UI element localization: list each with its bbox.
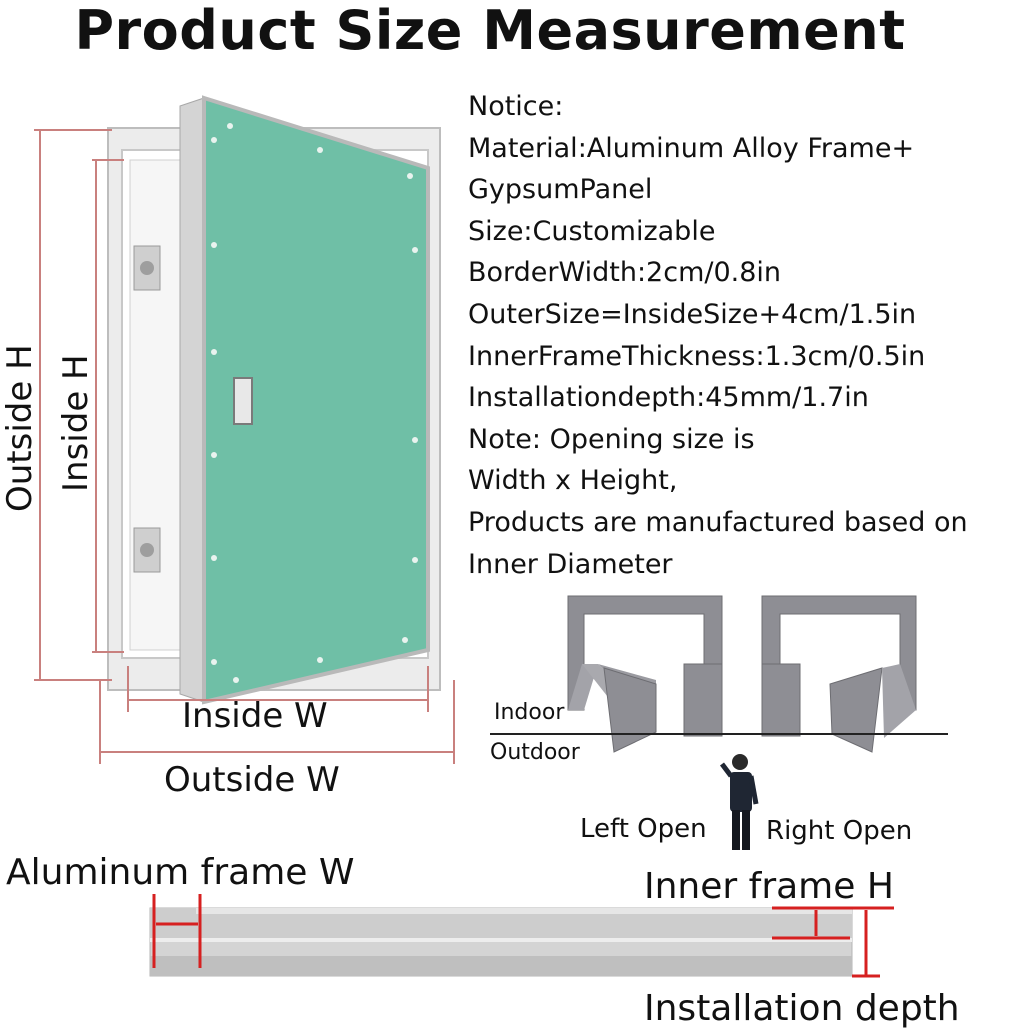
left-open-label: Left Open <box>580 814 707 844</box>
profile-dimensions <box>152 894 894 978</box>
outside-w-label: Outside W <box>164 760 340 800</box>
notice-line: Material:Aluminum Alloy Frame+ <box>468 132 915 164</box>
notice-line: Notice: <box>468 91 564 122</box>
notice-line: Note: Opening size is <box>468 423 755 455</box>
left-open-diagram <box>567 595 723 753</box>
notice-line: GypsumPanel <box>468 174 653 206</box>
screw-dots <box>211 123 418 683</box>
aluminum-profile <box>149 907 853 977</box>
hinge-icon <box>133 527 161 573</box>
indoor-label: Indoor <box>494 700 565 725</box>
inner-frame-h-label: Inner frame H <box>644 866 894 907</box>
right-open-label: Right Open <box>766 816 913 846</box>
notice-text: Notice: Material:Aluminum Alloy Frame+ G… <box>468 86 1024 585</box>
notice-line: Size:Customizable <box>468 215 716 247</box>
notice-line: Inner Diameter <box>468 548 673 580</box>
door-panel <box>202 95 430 705</box>
aluminum-frame-w-label: Aluminum frame W <box>6 852 355 893</box>
notice-line: InnerFrameThickness:1.3cm/0.5in <box>468 340 926 372</box>
right-open-diagram <box>761 595 917 753</box>
notice-line: Width x Height, <box>468 465 678 497</box>
outdoor-label: Outdoor <box>490 740 580 765</box>
inside-h-label: Inside H <box>56 354 96 492</box>
inside-w-label: Inside W <box>182 696 328 736</box>
notice-line: OuterSize=InsideSize+4cm/1.5in <box>468 298 917 330</box>
outside-h-label: Outside H <box>0 344 40 512</box>
handle-icon <box>233 377 253 425</box>
dimension-lines <box>34 129 455 764</box>
page-title: Product Size Measurement <box>74 0 906 62</box>
person-icon <box>720 754 759 850</box>
installation-depth-label: Installation depth <box>644 988 960 1029</box>
notice-line: BorderWidth:2cm/0.8in <box>468 257 782 289</box>
notice-line: Installationdepth:45mm/1.7in <box>468 382 869 414</box>
hinge-icon <box>133 245 161 291</box>
notice-line: Products are manufactured based on <box>468 506 968 538</box>
door-edge <box>179 97 205 703</box>
